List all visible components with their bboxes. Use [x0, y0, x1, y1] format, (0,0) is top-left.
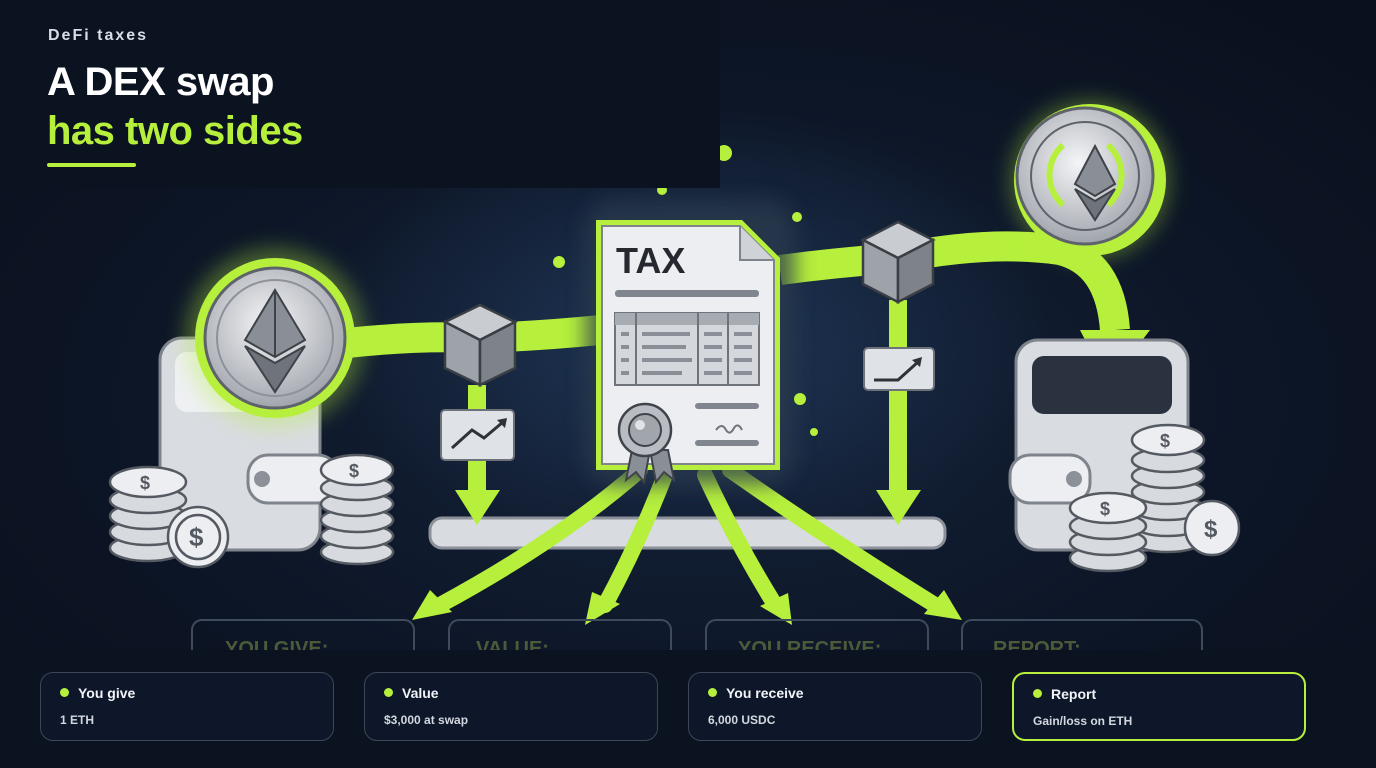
card-label: Value: [402, 685, 439, 701]
dex-swap-illustration: YOU GIVE: VALUE: YOU RECEIVE: REPORT: $ …: [108, 100, 1241, 650]
faded-label-value: VALUE:: [476, 638, 549, 650]
card-you-give: You give 1 ETH: [40, 672, 334, 741]
title-panel: DeFi taxes A DEX swap has two sides: [0, 0, 720, 188]
headline: A DEX swap has two sides: [47, 58, 303, 156]
card-report: Report Gain/loss on ETH: [1012, 672, 1306, 741]
card-label: You give: [78, 685, 136, 701]
card-value: $3,000 at swap: [384, 713, 469, 727]
svg-text:$: $: [189, 522, 204, 552]
svg-text:$: $: [1100, 499, 1110, 519]
arrow-down-left: [455, 490, 500, 525]
faded-label-you-give: YOU GIVE:: [225, 638, 328, 650]
eth-coin-left-icon: [195, 258, 355, 418]
card-value: Value $3,000 at swap: [364, 672, 658, 741]
block-cube-right-icon: [860, 220, 936, 305]
faded-label-boxes: [191, 619, 1203, 650]
faded-label-report: REPORT:: [993, 638, 1081, 650]
svg-text:$: $: [140, 473, 150, 493]
flow-ribbon-right: [778, 231, 1130, 332]
card-label: Report: [1051, 686, 1097, 702]
eth-coin-right-icon: [1014, 104, 1166, 256]
headline-line-1: A DEX swap: [47, 60, 274, 104]
kicker-text: DeFi taxes: [48, 27, 149, 44]
svg-text:$: $: [349, 461, 359, 481]
faded-label-you-receive: YOU RECEIVE:: [738, 638, 881, 650]
trend-chart-left-icon: [440, 409, 515, 461]
arrow-down-right: [876, 490, 921, 525]
coin-stack-left-icon: $ $ $: [108, 453, 395, 569]
card-value: 6,000 USDC: [708, 713, 776, 727]
trend-chart-right-icon: [863, 347, 935, 391]
bullet-dot-icon: [384, 688, 393, 697]
headline-line-2: has two sides: [47, 109, 303, 153]
tax-document-title: TAX: [616, 240, 685, 281]
svg-text:$: $: [1204, 516, 1218, 543]
coin-stack-right-icon: $ $ $: [1068, 423, 1241, 573]
bullet-dot-icon: [1033, 689, 1042, 698]
svg-text:$: $: [1160, 431, 1170, 451]
block-cube-left-icon: [442, 303, 518, 387]
bullet-dot-icon: [60, 688, 69, 697]
decorative-dots: [542, 145, 818, 436]
card-label: You receive: [726, 685, 804, 701]
headline-underline: [47, 163, 136, 167]
platform-bar: [428, 516, 947, 550]
card-value: Gain/loss on ETH: [1033, 714, 1133, 728]
output-arrows: [432, 462, 943, 613]
card-you-receive: You receive 6,000 USDC: [688, 672, 982, 741]
bullet-dot-icon: [708, 688, 717, 697]
seal-badge-icon: [617, 402, 676, 485]
card-value: 1 ETH: [60, 713, 95, 727]
